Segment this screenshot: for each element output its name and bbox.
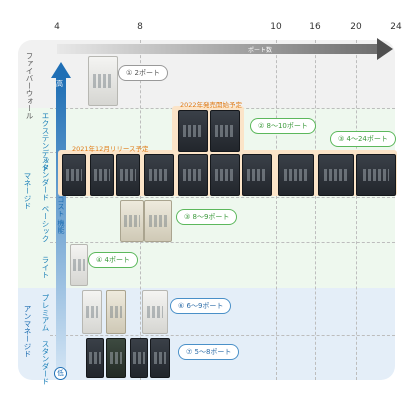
device-unmanaged-standard	[86, 338, 104, 378]
device-standard	[116, 154, 140, 196]
callout-unmanaged-standard: ⑦ 5～8ポート	[178, 344, 240, 360]
row-divider	[50, 335, 395, 336]
port-tick-8: 8	[137, 22, 143, 32]
device-unmanaged-standard	[150, 338, 170, 378]
port-gridline	[276, 40, 277, 380]
device-fiber	[88, 56, 118, 106]
device-light	[70, 244, 88, 286]
port-tick-16: 16	[309, 22, 321, 32]
cost-arrowhead	[51, 62, 71, 78]
port-gridline	[356, 40, 357, 380]
port-tick-20: 20	[350, 22, 362, 32]
device-unmanaged-standard	[106, 338, 126, 378]
device-standard	[210, 154, 240, 196]
port-tick-24: 24	[390, 22, 402, 32]
device-basic	[120, 200, 144, 242]
device-unmanaged-standard	[130, 338, 148, 378]
port-gridline	[315, 40, 316, 380]
callout-standard: ③ 4～24ポート	[330, 131, 396, 147]
category-unmanaged: アンマネージド	[23, 305, 32, 358]
row-divider	[50, 197, 395, 198]
callout-light: ④ 4ポート	[88, 252, 138, 268]
device-standard	[242, 154, 272, 196]
cost-function-label: コスト 機能	[57, 196, 65, 234]
tier-premium: プレミアム	[41, 294, 50, 332]
tier-unmanaged-standard: スタンダード	[41, 340, 50, 385]
tier-basic: ベーシック	[41, 205, 50, 243]
device-basic	[144, 200, 172, 242]
port-tick-4: 4	[54, 22, 60, 32]
device-standard	[278, 154, 314, 196]
device-premium	[106, 290, 126, 334]
port-count-arrow	[57, 44, 377, 54]
category-fiber: ファイバーウォール	[25, 52, 34, 120]
callout-premium: ⑥ 6～9ポート	[170, 298, 232, 314]
row-divider	[50, 242, 395, 243]
tier-light: ライト	[41, 256, 50, 279]
callout-basic: ③ 8～9ポート	[176, 209, 238, 225]
note-2021: 2021年12月リリース予定	[72, 145, 149, 153]
device-standard	[318, 154, 354, 196]
tier-standard: スタンダード	[41, 156, 50, 201]
device-premium	[142, 290, 168, 334]
callout-extended: ② 8～10ポート	[250, 118, 316, 134]
port-tick-10: 10	[270, 22, 282, 32]
device-standard	[356, 154, 396, 196]
cost-high-label: 高	[56, 80, 63, 88]
device-standard	[90, 154, 114, 196]
cost-low-label: 低	[54, 367, 67, 380]
tier-extended: エクステンデッド	[41, 112, 50, 172]
callout-fiber: ① 2ポート	[118, 65, 168, 81]
note-2022: 2022年発売開始予定	[180, 101, 243, 109]
port-count-arrowhead	[377, 38, 393, 60]
device-standard	[178, 154, 208, 196]
device-standard	[62, 154, 86, 196]
cost-arrow	[56, 78, 66, 368]
port-count-label: ポート数	[248, 47, 273, 54]
device-extended	[210, 110, 240, 152]
category-managed: マネージド	[23, 172, 32, 210]
device-standard	[144, 154, 174, 196]
device-extended	[178, 110, 208, 152]
device-premium	[82, 290, 102, 334]
